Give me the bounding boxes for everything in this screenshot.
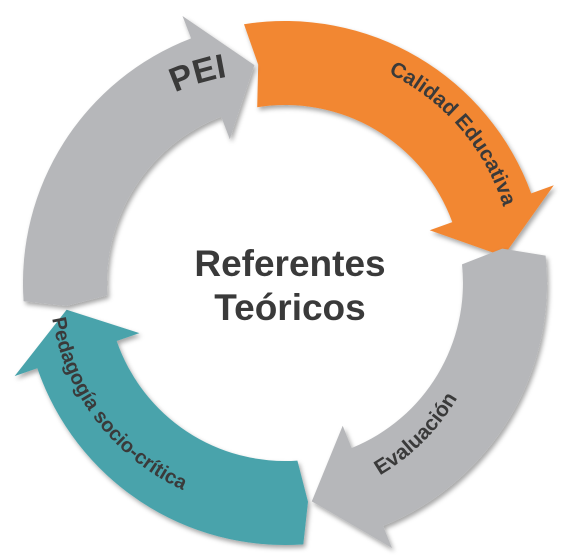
segment-pedagogia-arrow: [22, 16, 255, 306]
center-title-line-2: Teóricos: [214, 287, 365, 328]
segment-calidad-educativa-arrow: [311, 248, 548, 549]
cycle-segments: [14, 16, 554, 549]
segment-pei-arrow: [244, 20, 554, 257]
segment-evaluacion-arrow: [14, 309, 308, 546]
center-title-line-1: Referentes: [194, 243, 385, 284]
